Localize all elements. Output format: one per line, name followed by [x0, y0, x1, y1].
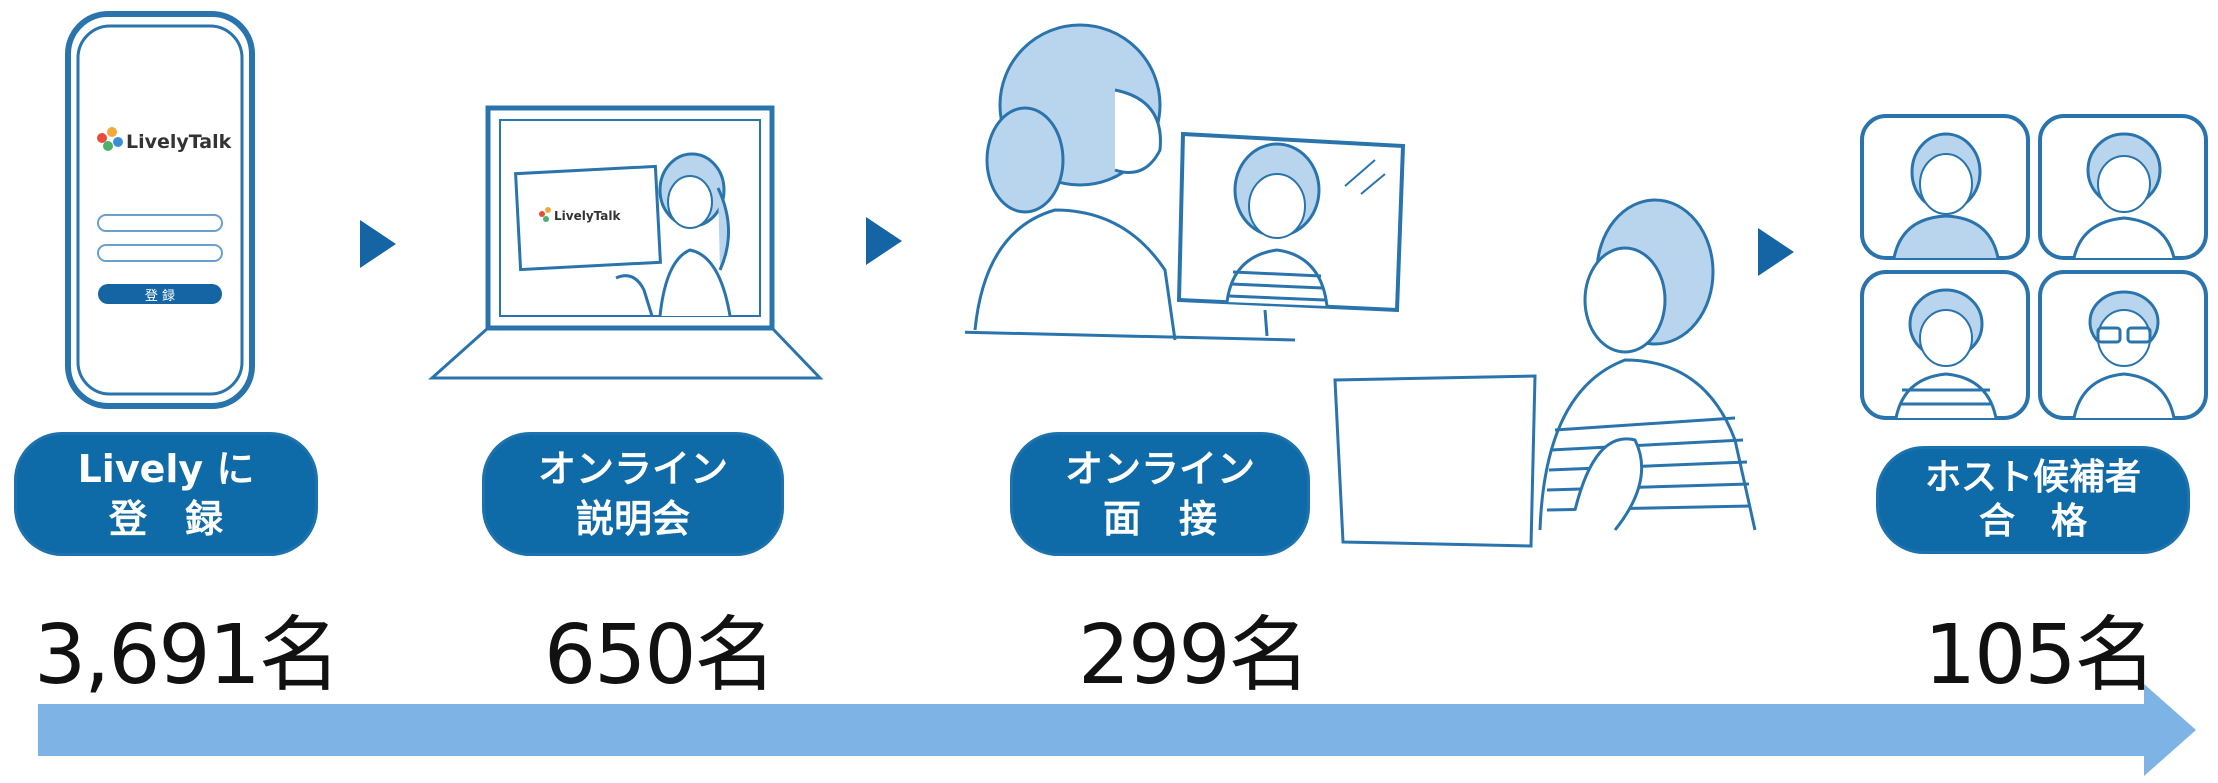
step-label-line1: Lively に [77, 447, 255, 491]
count-register: 3,691名 [34, 608, 341, 703]
register-button-label: 登 録 [145, 289, 175, 304]
step-label-line2: 面 接 [1102, 497, 1217, 541]
host-candidates-illustration [1858, 112, 2210, 422]
step-arrow-2 [864, 215, 904, 267]
step-label-line2: 合 格 [1978, 501, 2087, 542]
portrait-man-2 [2038, 270, 2208, 420]
step-label-accepted: ホスト候補者 合 格 [1876, 446, 2190, 554]
portrait-woman-2 [1860, 270, 2030, 420]
step-arrow-1 [358, 218, 398, 270]
smartphone-illustration: LivelyTalk 登 録 [60, 10, 260, 410]
step-label-line1: オンライン [537, 447, 728, 491]
step-label-line1: オンライン [1064, 447, 1255, 491]
count-interview: 299名 [1078, 608, 1311, 703]
slide-logo-text: LivelyTalk [554, 209, 622, 223]
progress-arrow [38, 680, 2198, 780]
step-label-line1: ホスト候補者 [1924, 457, 2141, 498]
step-label-interview: オンライン 面 接 [1010, 432, 1310, 556]
portrait-man-1 [1860, 114, 2030, 260]
step-arrow-3 [1756, 226, 1796, 278]
step-label-line2: 説明会 [575, 497, 690, 541]
step-label-briefing: オンライン 説明会 [482, 432, 784, 556]
step-label-register: Lively に 登 録 [14, 432, 318, 556]
portrait-woman-1 [2038, 114, 2208, 260]
online-interview-illustration [965, 10, 1765, 550]
step-label-line2: 登 録 [108, 497, 223, 541]
logo-text: LivelyTalk [126, 131, 232, 153]
online-briefing-illustration: LivelyTalk [420, 100, 830, 400]
logo-icon [97, 127, 123, 151]
count-accepted: 105名 [1924, 608, 2157, 703]
count-briefing: 650名 [544, 608, 777, 703]
